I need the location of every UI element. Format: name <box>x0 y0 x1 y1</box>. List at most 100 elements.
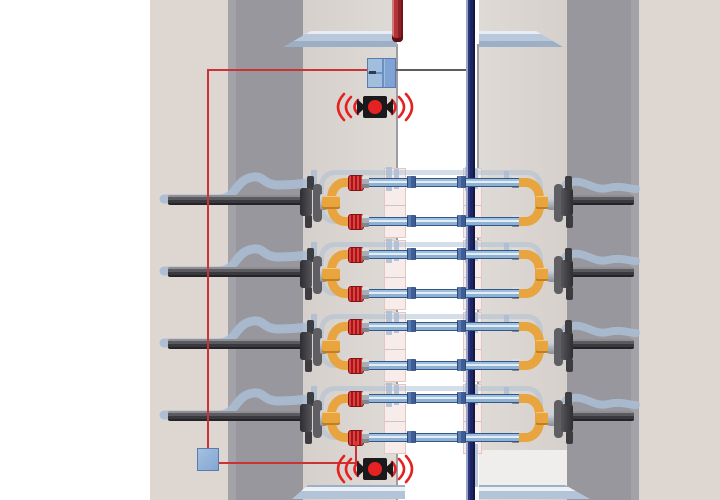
valve-wing-right <box>384 461 393 477</box>
apartment-pipe-right <box>570 339 634 349</box>
flange-disc-left <box>313 256 322 294</box>
apartment-pipe-right <box>570 267 634 277</box>
signal-wire-bottom-horizontal <box>219 462 356 464</box>
shutoff-fitting-left-lever <box>305 215 312 228</box>
pipe-coupling <box>407 431 416 443</box>
pipe-coupling <box>457 215 466 227</box>
shutoff-fitting-right-lever <box>566 359 573 372</box>
pipe-connector-right <box>548 266 555 282</box>
controller-unit-top <box>367 58 396 88</box>
shutoff-fitting-left <box>300 188 312 216</box>
ghost-pipe-run-left-icon <box>159 316 313 348</box>
shutoff-fitting-right <box>561 260 573 288</box>
pipe-coupling <box>407 392 416 404</box>
sleeve-seam <box>385 277 405 278</box>
apartment-pipe-right <box>570 411 634 421</box>
pipe-coupling <box>407 215 416 227</box>
brass-tee-left <box>322 196 340 209</box>
loop-pipe-top <box>369 394 519 403</box>
pipe-coupling <box>457 176 466 188</box>
pipe-loop-assembly-floor-1 <box>0 157 720 247</box>
shutoff-fitting-right-stem <box>565 392 572 406</box>
pipe-coupler <box>362 215 369 227</box>
valve-indicator <box>368 462 382 476</box>
pipe-coupler <box>362 248 369 260</box>
loop-pipe-bottom <box>369 217 519 226</box>
sleeve-seam <box>385 421 405 422</box>
pipe-coupling <box>457 431 466 443</box>
flange-disc-right <box>554 256 563 294</box>
flange-disc-left <box>313 328 322 366</box>
pipe-coupling <box>407 320 416 332</box>
ghost-pipe-stub <box>311 170 317 187</box>
shutoff-fitting-left-stem <box>307 320 314 334</box>
wireless-flush-valve-bottom <box>331 446 419 492</box>
loop-pipe-bottom <box>369 361 519 370</box>
shutoff-fitting-right-stem <box>565 176 572 190</box>
valve-wing-left <box>357 461 366 477</box>
brass-tee-left <box>322 340 340 353</box>
ghost-pipe-run-left-icon <box>159 172 313 204</box>
pipe-coupling <box>457 359 466 371</box>
radio-waves-right-icon <box>390 92 414 122</box>
pipe-coupler <box>362 320 369 332</box>
wireless-valve-icon <box>336 454 414 484</box>
ghost-pipe-run-right-icon <box>562 249 640 265</box>
shutoff-fitting-right-lever <box>566 215 573 228</box>
signal-wire-left-vertical <box>207 69 209 448</box>
pipe-coupler <box>362 287 369 299</box>
sensor-wire-to-riser <box>395 69 466 71</box>
brass-tee-left <box>322 268 340 281</box>
flange-disc-right <box>554 400 563 438</box>
loop-pipe-bottom <box>369 289 519 298</box>
pipe-coupling <box>457 287 466 299</box>
controller-divider <box>382 59 384 87</box>
pipe-coupler <box>362 431 369 443</box>
apartment-pipe-left <box>168 411 305 421</box>
ghost-pipe-stub <box>311 314 317 331</box>
shutoff-fitting-left <box>300 404 312 432</box>
pipe-coupler <box>362 359 369 371</box>
valve-wing-left <box>357 99 366 115</box>
pipe-coupling <box>407 176 416 188</box>
ghost-pipe-run-left-icon <box>159 388 313 420</box>
shutoff-fitting-right-lever <box>566 287 573 300</box>
loop-pipe-top <box>369 322 519 331</box>
shutoff-fitting-right <box>561 188 573 216</box>
shutoff-fitting-left-stem <box>307 248 314 262</box>
wireless-valve-icon <box>336 92 414 122</box>
radio-waves-left-icon <box>336 454 360 484</box>
flange-disc-right <box>554 328 563 366</box>
ghost-pipe-run-right-icon <box>562 177 640 193</box>
loop-pipe-bottom <box>369 433 519 442</box>
pipe-connector-right <box>548 410 555 426</box>
flange-disc-left <box>313 184 322 222</box>
wireless-flush-valve-top <box>331 84 419 130</box>
pipe-coupling <box>457 320 466 332</box>
shutoff-fitting-left-lever <box>305 431 312 444</box>
floor-slab-top-right <box>479 31 563 47</box>
shutoff-fitting-right-lever <box>566 431 573 444</box>
brass-tee-left <box>322 412 340 425</box>
shutoff-fitting-left-stem <box>307 176 314 190</box>
flange-disc-right <box>554 184 563 222</box>
pipe-coupling <box>407 287 416 299</box>
shutoff-fitting-left-stem <box>307 392 314 406</box>
radio-waves-right-icon <box>390 454 414 484</box>
ghost-pipe-run-right-icon <box>562 393 640 409</box>
radio-waves-left-icon <box>336 92 360 122</box>
apartment-pipe-left <box>168 267 305 277</box>
pipe-loop-assembly-floor-4 <box>0 373 720 463</box>
flange-disc-left <box>313 400 322 438</box>
shutoff-fitting-left-lever <box>305 359 312 372</box>
shutoff-fitting-left <box>300 332 312 360</box>
shaft-opening-bottom-right <box>479 450 567 486</box>
pipe-coupling <box>407 248 416 260</box>
pipe-connector-right <box>548 338 555 354</box>
shutoff-fitting-left <box>300 260 312 288</box>
ghost-pipe-run-left-icon <box>159 244 313 276</box>
shutoff-fitting-right <box>561 332 573 360</box>
loop-pipe-top <box>369 178 519 187</box>
apartment-pipe-left <box>168 339 305 349</box>
